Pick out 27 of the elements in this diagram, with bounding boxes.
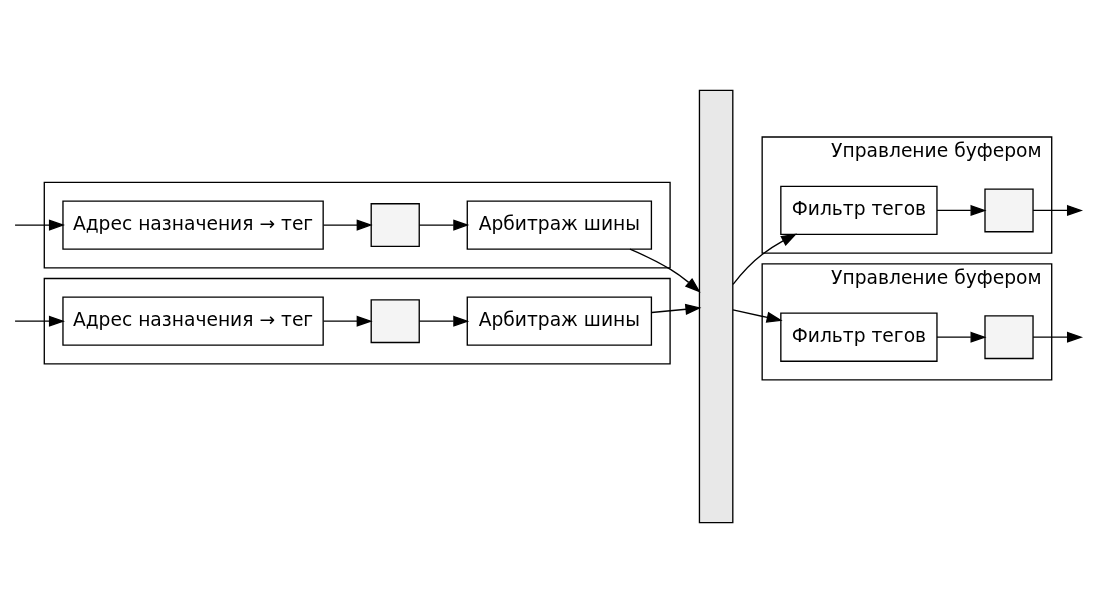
- node-box: [370, 202, 420, 247]
- node-bar: [698, 89, 734, 523]
- arrow: [936, 204, 987, 216]
- arrow: [732, 233, 798, 285]
- arrow: [629, 248, 701, 293]
- arrow: [1032, 331, 1083, 343]
- arrow: [14, 219, 65, 231]
- arrow: [322, 315, 373, 327]
- node-box: Фильтр тегов: [780, 312, 938, 362]
- cluster: [43, 277, 671, 365]
- arrow: [322, 219, 373, 231]
- cluster: [43, 181, 671, 268]
- arrow: [651, 303, 702, 315]
- node-box: [984, 187, 1034, 232]
- node-box: Адрес назначения → тег: [62, 199, 324, 250]
- arrow: [732, 308, 783, 323]
- arrow: [936, 331, 987, 343]
- arrow: [14, 315, 65, 327]
- node-box: [984, 314, 1034, 359]
- arrow: [418, 219, 470, 231]
- node-box: Адрес назначения → тег: [62, 296, 324, 346]
- arrow: [1032, 204, 1083, 216]
- node-box: Арбитраж шины: [466, 296, 653, 346]
- node-box: [370, 298, 420, 343]
- node-box: Фильтр тегов: [780, 185, 938, 235]
- arrow: [418, 315, 470, 327]
- node-box: Арбитраж шины: [466, 199, 653, 250]
